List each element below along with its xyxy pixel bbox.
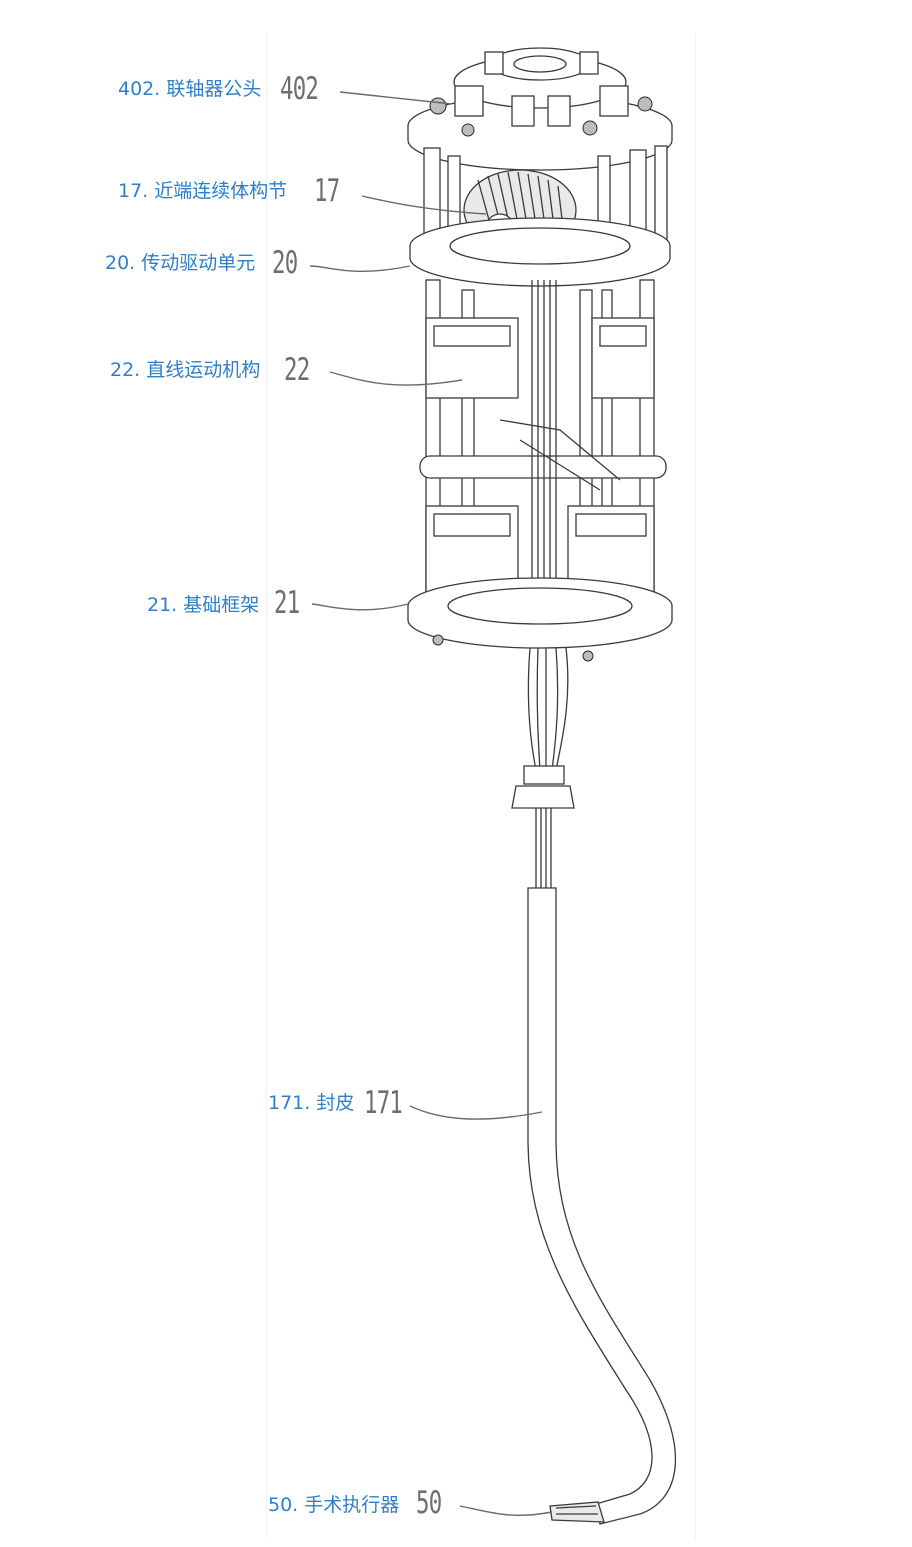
ref-numeral-21: 21 <box>274 585 300 621</box>
cable-bundle <box>531 280 557 610</box>
ref-numeral-20: 20 <box>272 245 298 281</box>
ref-numeral-171: 171 <box>364 1085 403 1121</box>
callout-402: 402. 联轴器公头 <box>118 78 262 100</box>
ref-numeral-17: 17 <box>314 173 340 209</box>
ref-numeral-22: 22 <box>284 352 310 388</box>
leader-lines <box>309 91 553 1517</box>
lower-cables <box>511 647 575 890</box>
linear-motion-mechanism-22 <box>419 317 667 593</box>
sheath-171 <box>527 887 677 1525</box>
callout-50: 50. 手术执行器 <box>268 1494 400 1516</box>
ref-numeral-50: 50 <box>416 1485 442 1521</box>
callout-17: 17. 近端连续体构节 <box>118 180 288 202</box>
surgical-effector-50 <box>549 1501 605 1523</box>
drawing-frame <box>266 34 696 1539</box>
base-frame-plate-21 <box>407 577 673 662</box>
callout-22: 22. 直线运动机构 <box>110 359 261 381</box>
callout-20: 20. 传动驱动单元 <box>105 252 256 274</box>
transmission-drive-plate-20 <box>409 217 671 287</box>
callout-21: 21. 基础框架 <box>147 594 260 616</box>
callout-171: 171. 封皮 <box>268 1092 355 1114</box>
ref-numeral-402: 402 <box>280 71 319 107</box>
